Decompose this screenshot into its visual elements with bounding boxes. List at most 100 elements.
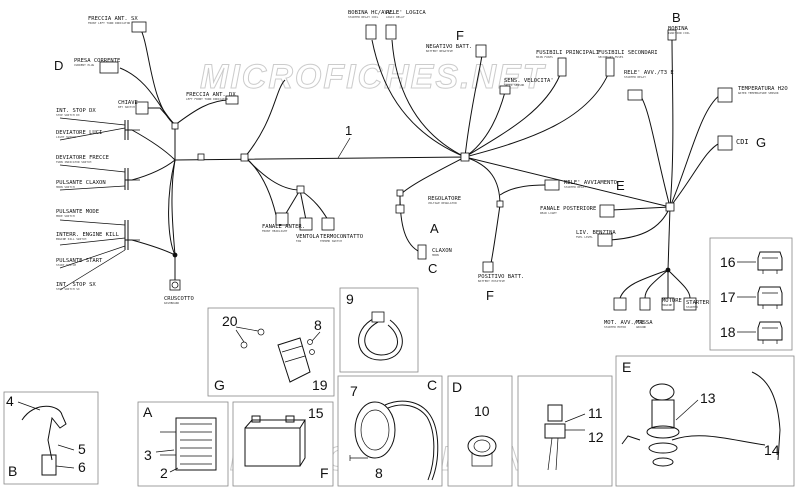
fuse-panel: 16 17 18 <box>709 237 793 351</box>
connector-sublabel-fusibili_principali: MAIN FUSES <box>536 55 553 59</box>
panel-b-part-6: 6 <box>78 459 86 475</box>
connector-label-bobina: BOBINA <box>668 26 689 32</box>
connector-sublabel-int_stop_sx: STOP SWITCH SX <box>56 287 80 291</box>
connector-label-termocontatto: TERMOCONTATTO <box>320 234 363 240</box>
connector-label-interr_engine_kill: INTERR. ENGINE KILL <box>56 232 120 238</box>
connector-label-cruscotto: CRUSCOTTO <box>164 296 194 302</box>
panel-a-part-3: 3 <box>144 447 152 463</box>
connector-label-massa: MASSA <box>636 320 653 326</box>
fuse-icon <box>757 321 783 341</box>
connector-label-negativo_batt: NEGATIVO BATT. <box>426 44 472 50</box>
connector-sublabel-pulsante_start: START SWITCH <box>56 263 77 267</box>
panel-d-part-12: 12 <box>588 429 604 445</box>
panel-g: G 20 8 19 <box>207 307 335 397</box>
connector-label-rele_avv: RELE' AVV./T3 E <box>624 70 674 76</box>
callout-C: C <box>428 261 437 276</box>
panel-d-letter: D <box>452 379 462 395</box>
connector-sublabel-deviatore_frecce: TURN INDICATOR SWITCH <box>56 160 92 164</box>
connector-sublabel-fanale_anter: FRONT HEADLIGHT <box>262 229 288 233</box>
connector-label-cdi: CDI <box>736 138 749 146</box>
callout-G: G <box>756 135 766 150</box>
connector-sublabel-chiave: KEY SWITCH <box>118 105 135 109</box>
connector-sublabel-bobina: IGNITION COIL <box>668 31 690 35</box>
connector-label-freccia_ant_dx: FRECCIA ANT. DX <box>186 92 236 98</box>
connector-sublabel-rele_avviamento: STARTER RELAY <box>564 185 586 189</box>
connector-label-pulsante_mode: PULSANTE MODE <box>56 209 99 215</box>
connector-label-fanale_anter: FANALE ANTER. <box>262 224 305 230</box>
connector-sublabel-liv_benzina: FUEL LEVEL <box>576 235 593 239</box>
connector-sublabel-int_stop_dx: STOP SWITCH DX <box>56 113 80 117</box>
panel-f-letter: F <box>320 465 329 481</box>
connector-label-freccia_ant_sx: FRECCIA ANT. SX <box>88 16 138 22</box>
panel-e-part-14: 14 <box>764 442 780 458</box>
connector-sublabel-freccia_ant_dx: LEFT FRONT TURN INDICATOR <box>186 97 228 101</box>
callout-B: B <box>672 10 681 25</box>
connector-sublabel-ventola: FAN <box>296 239 301 243</box>
panel-c-part-7: 7 <box>350 383 358 399</box>
connector-label-int_stop_dx: INT. STOP DX <box>56 108 96 114</box>
panel-9: 9 <box>339 287 419 373</box>
fuse-pins <box>762 327 778 344</box>
panel-d-part-11: 11 <box>588 405 603 421</box>
connector-label-mot_avv: MOT. AVV./T3 <box>604 320 644 326</box>
connector-sublabel-claxon: HORN <box>432 253 439 257</box>
panel-e-letter: E <box>622 359 631 375</box>
connector-label-presa_corrente: PRESA CORRENTE <box>74 58 120 64</box>
callout-A: A <box>430 221 439 236</box>
connector-sublabel-presa_corrente: CURRENT PLUG <box>74 63 95 67</box>
connector-sublabel-regolatore: VOLTAGE REGULATOR <box>428 201 457 205</box>
fuse-number: 16 <box>720 254 736 270</box>
panel-g-part-20: 20 <box>222 313 238 329</box>
panel-key-switch: 11 12 <box>517 375 613 487</box>
connector-label-bobina_hc: BOBINA HC/AVV. <box>348 10 394 16</box>
panel-e: E 13 14 <box>615 355 795 487</box>
panel-e-part-13: 13 <box>700 390 716 406</box>
connector-label-pulsante_claxon: PULSANTE CLAXON <box>56 180 106 186</box>
connector-label-claxon: CLAXON <box>432 248 452 254</box>
panel-f: F 15 <box>232 401 334 487</box>
panel-a-letter: A <box>143 404 153 420</box>
connector-sublabel-motore: ENGINE <box>662 303 672 307</box>
connector-label-int_stop_sx: INT. STOP SX <box>56 282 96 288</box>
connector-label-liv_benzina: LIV. BENZINA <box>576 230 616 236</box>
connector-sublabel-positivo_batt: BATTERY POSITIVE <box>478 279 505 283</box>
panel-b-letter: B <box>8 463 17 479</box>
panel-a-part-2: 2 <box>160 465 168 481</box>
connector-sublabel-sens_velocita: SPEED SENSOR <box>504 83 525 87</box>
panel-g-part-8: 8 <box>314 317 322 333</box>
connector-sublabel-deviatore_luci: LIGHT SWITCH <box>56 135 77 139</box>
connector-label-temperatura: TEMPERATURA H2O <box>738 86 788 92</box>
fuse-number: 17 <box>720 289 736 305</box>
fuse-icon <box>757 251 783 271</box>
panel-c: C 7 8 <box>337 375 443 487</box>
callout-F-bottom: F <box>486 288 494 303</box>
connector-label-rele_avviamento: RELE' AVVIAMENTO <box>564 180 617 186</box>
connector-label-rele_logica: RELE' LOGICA <box>386 10 426 16</box>
watermark-top: MICROFICHES.NET <box>200 58 547 96</box>
connector-label-chiave: CHIAVE <box>118 100 138 106</box>
panel-f-part-15: 15 <box>308 405 324 421</box>
panel-c-letter: C <box>427 377 437 393</box>
connector-sublabel-termocontatto: THERMO SWITCH <box>320 239 342 243</box>
connector-sublabel-interr_engine_kill: ENGINE KILL SWITCH <box>56 237 87 241</box>
connector-sublabel-mot_avv: STARTER MOTOR <box>604 325 626 329</box>
connector-label-sens_velocita: SENS. VELOCITA' <box>504 78 554 84</box>
panel-9-number: 9 <box>346 291 354 307</box>
panel-d: D 10 <box>447 375 513 487</box>
fuse-number: 18 <box>720 324 736 340</box>
connector-label-deviatore_luci: DEVIATORE LUCI <box>56 130 102 136</box>
harness-junctions <box>171 122 675 273</box>
connector-label-fusibili_secondari: FUSIBILI SECONDARI <box>598 50 658 56</box>
connector-sublabel-bobina_hc: STARTER RELAY COIL <box>348 15 379 19</box>
main-harness <box>119 27 721 299</box>
handlebar-switch-connectors <box>59 117 140 291</box>
connector-label-regolatore: REGOLATORE <box>428 196 461 202</box>
connector-sublabel-rele_logica: LOGIC RELAY <box>386 15 405 19</box>
main-callouts: D B F G E A C F 1 <box>54 10 766 303</box>
panel-b: B 4 5 6 <box>3 391 99 485</box>
connector-sublabel-rele_avv: STARTER RELAY <box>624 75 646 79</box>
connector-label-fusibili_principali: FUSIBILI PRINCIPALI <box>536 50 599 56</box>
connector-label-ventola: VENTOLA <box>296 234 320 240</box>
